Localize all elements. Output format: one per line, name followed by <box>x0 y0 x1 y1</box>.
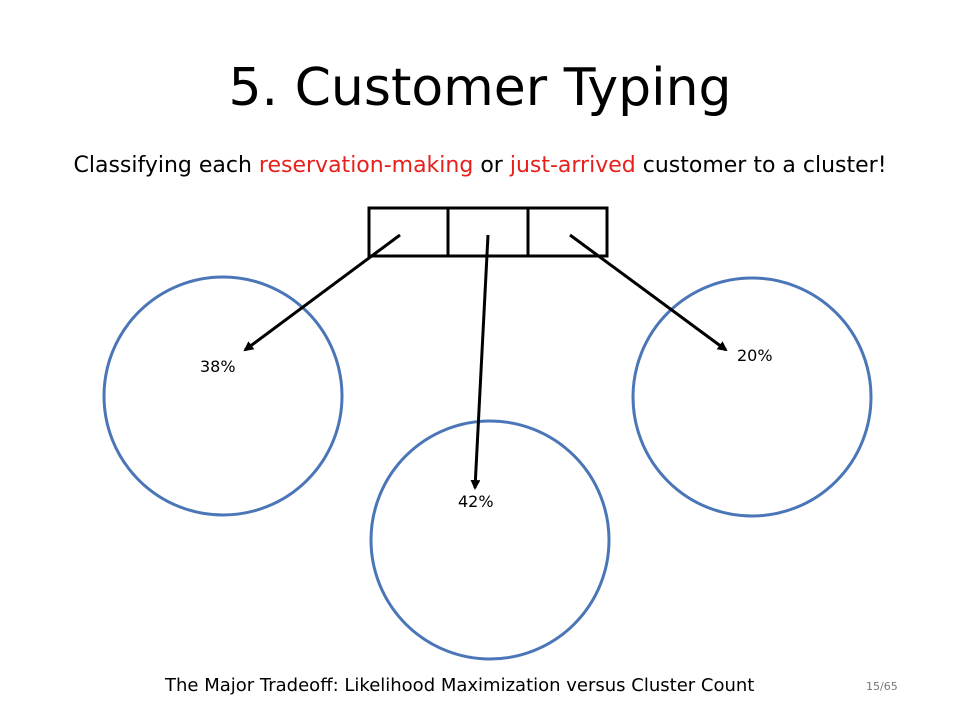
arrow-to-left-cluster <box>243 233 401 352</box>
subtitle-text-3: customer to a cluster! <box>635 153 887 178</box>
subtitle-text-2: or <box>473 153 510 178</box>
cluster-circle-left <box>102 275 344 517</box>
arrow-to-right-cluster <box>569 233 728 352</box>
slide-title: 5. Customer Typing <box>228 58 732 118</box>
subtitle-highlight-arrived: just-arrived <box>509 153 636 178</box>
cluster-circle-middle <box>369 419 611 661</box>
cluster-circle-right <box>631 276 873 518</box>
page-number: 15/65 <box>866 680 898 693</box>
subtitle-highlight-reservation: reservation-making <box>258 153 474 178</box>
slide-subtitle: Classifying each reservation-making or j… <box>0 150 960 182</box>
arrow-to-middle-cluster <box>470 234 490 490</box>
cluster-label-left: 38% <box>200 357 236 376</box>
cluster-label-right: 20% <box>737 346 773 365</box>
slide-footer: The Major Tradeoff: Likelihood Maximizat… <box>165 675 755 696</box>
cluster-label-middle: 42% <box>458 492 494 511</box>
subtitle-text-1: Classifying each <box>73 153 259 178</box>
